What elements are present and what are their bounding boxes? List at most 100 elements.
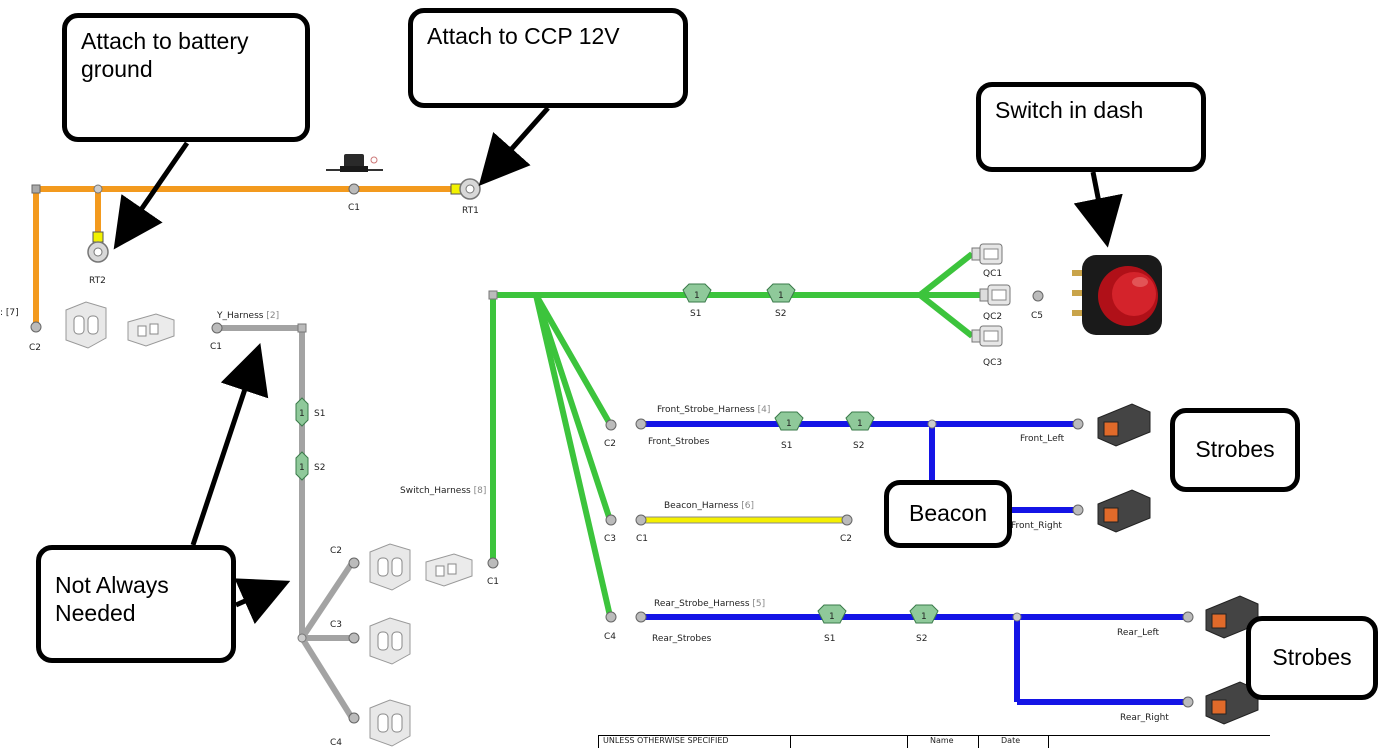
strobe-connector-icon [1205,595,1259,639]
connector-housing-icon [369,699,411,747]
svg-text:1: 1 [786,419,792,429]
power-c2-pin [30,321,42,333]
callout-ccp-12v: Attach to CCP 12V [408,8,688,108]
front-splice-s1: 1 [774,411,804,431]
switch-splice-s2: 1 [766,283,796,303]
rear-strobe-count: [5] [752,599,765,609]
connector-plug-icon [425,553,473,587]
power-rt1-label: RT1 [462,206,479,216]
y-harness-c4-pin [348,712,360,724]
rear-right-pin [1182,696,1194,708]
svg-text:Front_Strobe_Harness [4]: Front_Strobe_Harness [4] [657,405,770,415]
rear-strobe-harness: Rear_Strobe_Harness [5] Rear_Strobes 1 S… [635,599,1194,723]
callout-arrows [113,106,1123,625]
svg-text:Rear_Strobe_Harness [5]: Rear_Strobe_Harness [5] [654,599,765,609]
connector-housing-icon [65,301,107,349]
y-harness-name: Y_Harness [216,311,264,321]
front-strobes-pin [635,418,647,430]
switch-splice-s1: 1 [682,283,712,303]
svg-text:1: 1 [299,463,305,473]
rear-splice-s2-label: S2 [916,634,927,644]
strobe-connector-icon [1097,403,1151,447]
y-splice-s1: 1 [295,397,309,427]
y-splice-s2-label: S2 [314,463,325,473]
switch-qc2-label: QC2 [983,312,1002,322]
callout-beacon: Beacon [884,480,1012,548]
callout-beacon-text: Beacon [908,500,987,527]
connector-housing-icon [369,543,411,591]
rear-splice-s2: 1 [909,604,939,624]
quick-connect-qc3-icon [971,325,1003,347]
beacon-c2-pin [841,514,853,526]
svg-text:1: 1 [778,291,784,301]
svg-text:1: 1 [921,612,927,622]
switch-splice-s1-label: S1 [690,309,701,319]
switch-harness-count: [8] [474,486,487,496]
callout-strobes-rear: Strobes [1246,616,1378,700]
rear-splice-s1-label: S1 [824,634,835,644]
svg-text:1: 1 [694,291,700,301]
callout-battery-ground-text: Attach to battery ground [81,28,249,82]
quick-connect-qc1-icon [971,243,1003,265]
front-splice-s2: 1 [845,411,875,431]
y-splice-s2: 1 [295,451,309,481]
y-harness-c2-pin [348,557,360,569]
svg-text:Switch_Harness [8]: Switch_Harness [8] [400,486,486,496]
front-left-pin [1072,418,1084,430]
switch-c2-pin [605,419,617,431]
arrow-switch-in-dash [1073,171,1123,248]
y-splice-s1-label: S1 [314,409,325,419]
strobe-connector-icon [1205,681,1259,725]
beacon-c1-pin [635,514,647,526]
callout-not-always-needed-text: Not Always Needed [55,572,169,626]
connector-plug-icon [127,313,175,347]
y-harness-c2-label: C2 [330,546,342,556]
rocker-switch-icon [1072,255,1162,335]
fuse-icon [326,154,383,172]
callout-strobes-front: Strobes [1170,408,1300,492]
callout-switch-in-dash-text: Switch in dash [995,97,1144,123]
switch-c1-pin [487,557,499,569]
beacon-harness-count: [6] [741,501,754,511]
front-right-pin [1072,504,1084,516]
power-partial-label: : [7] [0,308,19,318]
switch-harness-name: Switch_Harness [400,486,471,496]
power-rt2-label: RT2 [89,276,106,286]
switch-c3-pin [605,514,617,526]
quick-connect-qc2-icon [979,284,1011,306]
title-block-blank [790,736,907,748]
front-left-label: Front_Left [1020,434,1065,444]
beacon-c2-label: C2 [840,534,852,544]
switch-c1-label: C1 [487,577,499,587]
power-c1-label: C1 [348,203,360,213]
rear-strobe-name: Rear_Strobe_Harness [654,599,750,609]
beacon-harness-name: Beacon_Harness [664,501,739,511]
arrow-ccp-12v [478,106,550,186]
title-block: UNLESS OTHERWISE SPECIFIED Name Date [598,735,1270,748]
switch-harness: Switch_Harness [8] C1 1 S1 1 S2 C2 C3 C4… [400,243,1044,642]
rear-left-label: Rear_Left [1117,628,1160,638]
ring-terminal-rt2-icon [87,241,109,263]
svg-text:1: 1 [829,612,835,622]
switch-c3-label: C3 [604,534,616,544]
title-block-name-col: Name [907,736,978,748]
y-harness-c1-label: C1 [210,342,222,352]
title-block-rest [1048,736,1270,748]
ring-terminal-rt1-icon [459,178,481,200]
y-harness-count: [2] [266,311,279,321]
switch-c4-label: C4 [604,632,616,642]
switch-qc1-label: QC1 [983,269,1002,279]
rear-strobes-pin [635,611,647,623]
callout-strobes-front-text: Strobes [1195,436,1275,463]
beacon-harness: Beacon_Harness [6] C1 C2 [635,501,853,544]
rear-splice-s1: 1 [817,604,847,624]
front-strobe-name: Front_Strobe_Harness [657,405,755,415]
arrow-battery-ground [113,141,190,250]
power-c2-label: C2 [29,343,41,353]
power-c1-pin [348,183,360,195]
switch-c4-pin [605,611,617,623]
switch-c5-pin [1032,290,1044,302]
strobe-connector-icon [1097,489,1151,533]
svg-text:Y_Harness [2]: Y_Harness [2] [216,311,279,321]
